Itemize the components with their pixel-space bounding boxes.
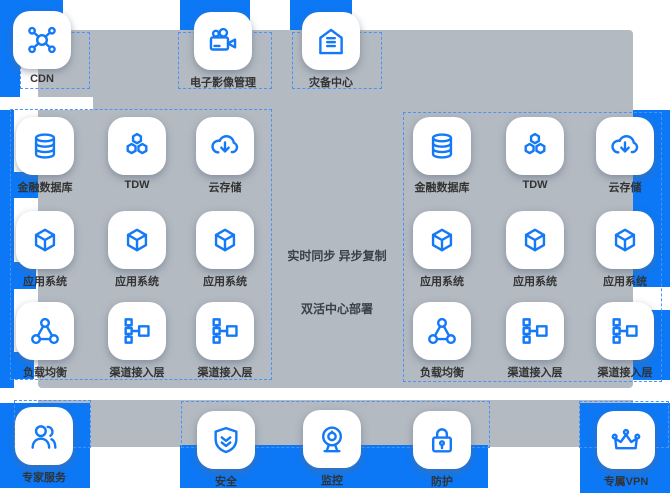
service-label: TDW (124, 179, 150, 191)
service-label: 渠道接入层 (109, 367, 165, 379)
service-label: 负载均衡 (420, 367, 464, 379)
service-card: 应用系统 (196, 211, 254, 288)
channel-tree-icon (108, 302, 166, 360)
service-card: 应用系统 (108, 211, 166, 288)
service-card: 应用系统 (596, 211, 654, 288)
disaster-recovery-house-icon (302, 12, 360, 70)
service-card: 云存储 (196, 117, 254, 194)
cube-icon (108, 211, 166, 269)
left-datacenter-border (10, 109, 272, 380)
service-label: 云存储 (608, 182, 642, 194)
service-card: 负载均衡 (16, 302, 74, 379)
service-card: 渠道接入层 (108, 302, 166, 379)
cloud-download-icon (596, 117, 654, 175)
service-label: 云存储 (208, 182, 242, 194)
service-card: 防护 (413, 411, 471, 488)
load-balancer-icon (16, 302, 74, 360)
service-card: 负载均衡 (413, 302, 471, 379)
service-label: 金融数据库 (414, 182, 470, 194)
cube-icon (413, 211, 471, 269)
cube-icon (506, 211, 564, 269)
service-label: CDN (30, 73, 54, 85)
service-label: 应用系统 (203, 276, 247, 288)
service-label: 应用系统 (603, 276, 647, 288)
service-card: 渠道接入层 (506, 302, 564, 379)
webcam-icon (303, 410, 361, 468)
blue-tile (0, 172, 38, 198)
cube-icon (16, 211, 74, 269)
service-label: 渠道接入层 (507, 367, 563, 379)
service-label: 监控 (321, 475, 343, 487)
database-icon (16, 117, 74, 175)
service-card: 金融数据库 (413, 117, 471, 194)
hexagon-cluster-icon (108, 117, 166, 175)
channel-tree-icon (596, 302, 654, 360)
service-label: 电子影像管理 (190, 77, 256, 89)
service-card: CDN (13, 11, 71, 85)
hexagon-cluster-icon (506, 117, 564, 175)
service-card: 金融数据库 (16, 117, 74, 194)
service-label: TDW (522, 179, 548, 191)
load-balancer-icon (413, 302, 471, 360)
right-datacenter-border (403, 112, 662, 382)
video-camera-icon (194, 12, 252, 70)
service-card: TDW (108, 117, 166, 191)
service-label: 负载均衡 (23, 367, 67, 379)
deploy-annotation: 双活中心部署 (300, 302, 373, 316)
service-label: 灾备中心 (309, 77, 353, 89)
service-label: 应用系统 (115, 276, 159, 288)
service-card: 电子影像管理 (190, 12, 256, 89)
channel-tree-icon (506, 302, 564, 360)
crown-icon (597, 411, 655, 469)
service-card: 灾备中心 (302, 12, 360, 89)
service-label: 安全 (215, 476, 237, 488)
service-card: 渠道接入层 (596, 302, 654, 379)
cdn-network-icon (13, 11, 71, 69)
service-label: 应用系统 (513, 276, 557, 288)
users-icon (15, 407, 73, 465)
white-gutter (0, 97, 93, 110)
service-card: 应用系统 (506, 211, 564, 288)
sync-annotation: 实时同步 异步复制 (287, 249, 387, 263)
service-label: 专家服务 (22, 472, 66, 484)
shield-check-icon (197, 411, 255, 469)
service-card: 渠道接入层 (196, 302, 254, 379)
service-card: 监控 (303, 410, 361, 487)
service-label: 金融数据库 (17, 182, 73, 194)
service-card: 应用系统 (413, 211, 471, 288)
service-card: 专家服务 (15, 407, 73, 484)
service-label: 应用系统 (420, 276, 464, 288)
database-icon (413, 117, 471, 175)
service-card: 专属VPN (597, 411, 655, 488)
service-label: 专属VPN (603, 476, 649, 488)
channel-tree-icon (196, 302, 254, 360)
service-label: 应用系统 (23, 276, 67, 288)
service-label: 渠道接入层 (197, 367, 253, 379)
service-card: TDW (506, 117, 564, 191)
service-card: 应用系统 (16, 211, 74, 288)
cloud-download-icon (196, 117, 254, 175)
cube-icon (196, 211, 254, 269)
lock-icon (413, 411, 471, 469)
service-label: 渠道接入层 (597, 367, 653, 379)
service-card: 云存储 (596, 117, 654, 194)
cube-icon (596, 211, 654, 269)
service-label: 防护 (431, 476, 453, 488)
service-card: 安全 (197, 411, 255, 488)
